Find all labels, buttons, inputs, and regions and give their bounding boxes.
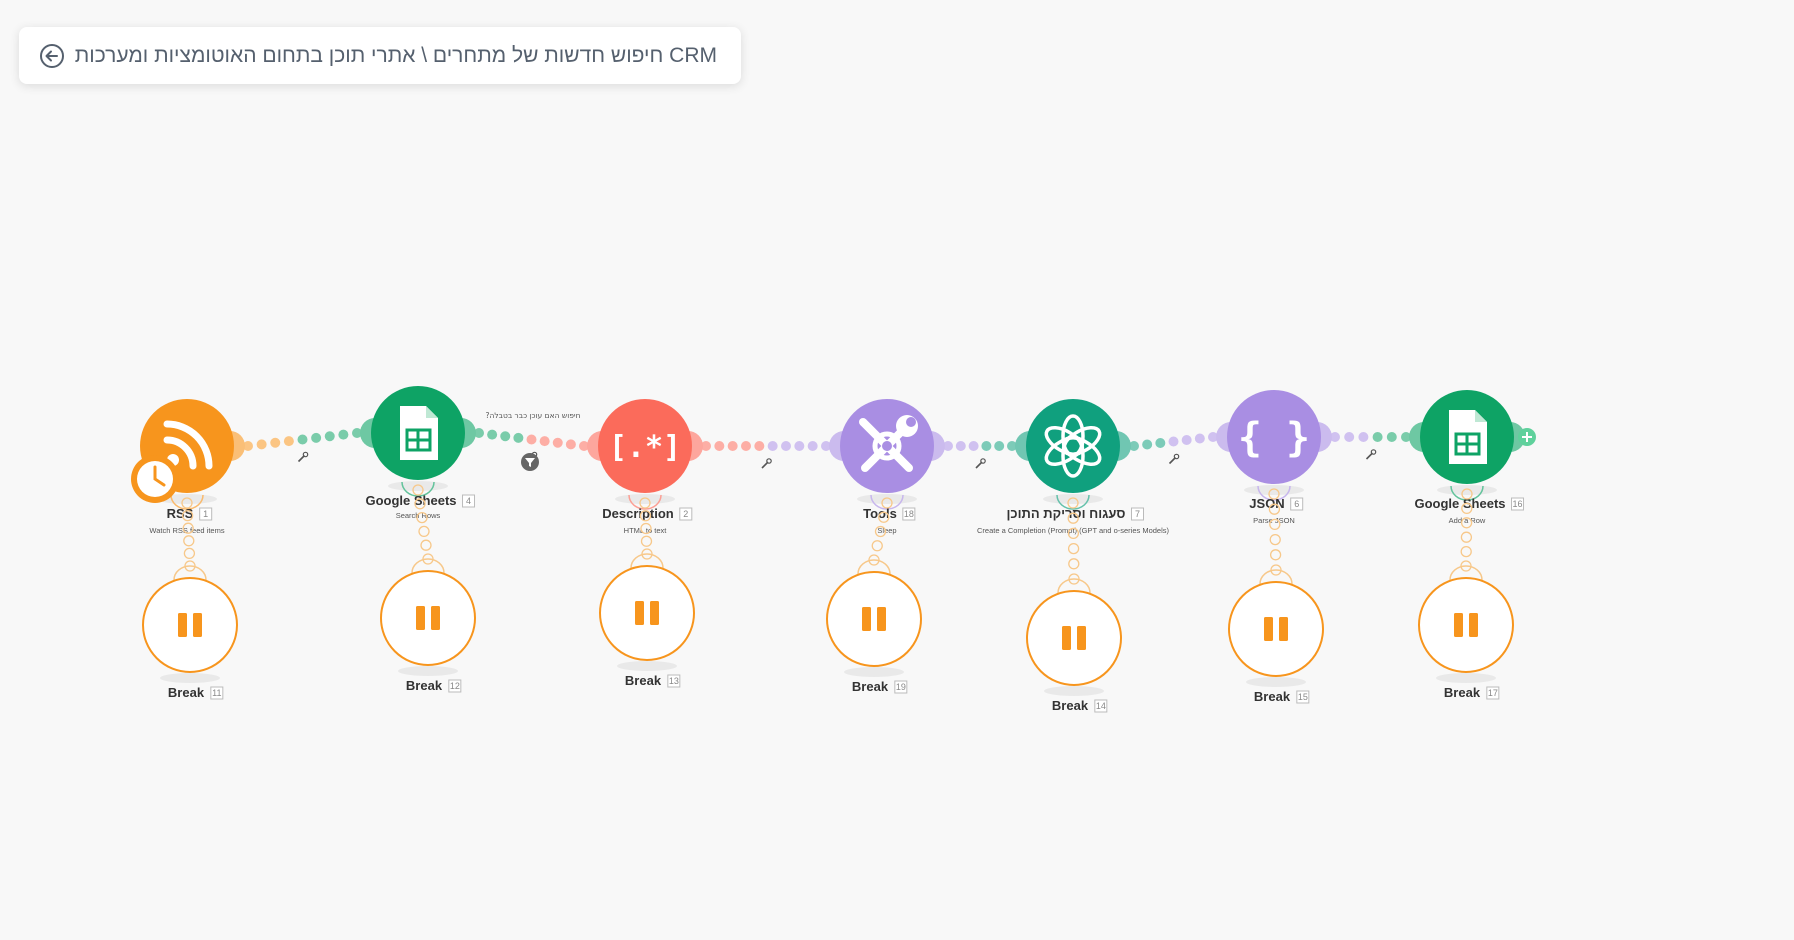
module-label: Google Sheets xyxy=(1414,496,1505,511)
route-2[interactable] xyxy=(474,428,589,463)
module-id: 7 xyxy=(1135,509,1140,519)
json-icon: { } xyxy=(1238,415,1310,461)
module-label: Google Sheets xyxy=(365,493,456,508)
break-label: Break xyxy=(1444,685,1481,700)
svg-text:{ }: { } xyxy=(1238,415,1310,461)
break-label: Break xyxy=(852,679,889,694)
break-label: Break xyxy=(1052,698,1089,713)
module-label: JSON xyxy=(1249,496,1284,511)
filter-label: ?חיפוש האם עוכן כבר בטבלה xyxy=(485,411,580,420)
break-15[interactable]: Break 15 xyxy=(1228,488,1324,704)
module-subtitle: Parse JSON xyxy=(1253,516,1295,525)
add-module-button[interactable] xyxy=(1518,428,1536,446)
pause-icon xyxy=(1454,613,1478,637)
module-id: 16 xyxy=(1513,499,1523,509)
break-12[interactable]: Break 12 xyxy=(380,484,476,693)
route-4[interactable] xyxy=(943,441,1017,469)
module-label: RSS xyxy=(167,506,194,521)
break-14[interactable]: Break 14 xyxy=(1026,497,1122,713)
break-label: Break xyxy=(1254,689,1291,704)
break-11[interactable]: Break 11 xyxy=(142,497,238,700)
route-settings-icon[interactable] xyxy=(975,458,986,469)
pause-icon xyxy=(1062,626,1086,650)
google-sheets-icon xyxy=(400,406,438,460)
module-id: 2 xyxy=(683,509,688,519)
route-3[interactable] xyxy=(701,441,831,469)
module-id: 4 xyxy=(466,496,471,506)
pause-icon xyxy=(1264,617,1288,641)
pause-icon xyxy=(862,607,886,631)
break-19[interactable]: Break 19 xyxy=(826,497,922,694)
break-id: 11 xyxy=(212,688,221,698)
break-label: Break xyxy=(406,678,443,693)
filter[interactable]: ?חיפוש האם עוכן כבר בטבלה xyxy=(485,411,581,471)
regex-icon: [.*] xyxy=(609,430,681,465)
module-subtitle: Watch RSS feed items xyxy=(149,526,224,535)
route-1[interactable] xyxy=(243,428,362,463)
route-settings-icon[interactable] xyxy=(761,458,772,469)
arrow-left-circle-icon xyxy=(40,43,64,68)
break-label: Break xyxy=(168,685,205,700)
route-settings-icon[interactable] xyxy=(297,451,309,463)
module-id: 18 xyxy=(904,509,914,519)
route-settings-icon[interactable] xyxy=(1168,453,1180,465)
back-button[interactable] xyxy=(37,41,67,71)
break-id: 12 xyxy=(450,681,460,691)
svg-text:[.*]: [.*] xyxy=(609,430,681,465)
connections: ?חיפוש האם עוכן כבר בטבלה xyxy=(243,411,1411,471)
tools-icon xyxy=(859,415,918,472)
break-17[interactable]: Break 17 xyxy=(1418,488,1514,700)
break-label: Break xyxy=(625,673,662,688)
break-id: 14 xyxy=(1096,701,1106,711)
module-subtitle: Create a Completion (Prompt) (GPT and o-… xyxy=(977,526,1170,535)
module-id: 1 xyxy=(203,509,208,519)
scenario-title-card: CRM חיפוש חדשות של מתחרים \ אתרי תוכן בת… xyxy=(19,27,741,84)
google-sheets-icon xyxy=(1449,410,1487,464)
route-settings-icon[interactable] xyxy=(1365,449,1377,460)
pause-icon xyxy=(635,601,659,625)
openai-icon xyxy=(1044,414,1102,478)
rss-icon xyxy=(163,420,213,470)
module-subtitle: Add a Row xyxy=(1449,516,1486,525)
break-id: 15 xyxy=(1298,692,1308,702)
module-label: סעגוח וסריקת התוכן xyxy=(1007,506,1126,521)
route-6[interactable] xyxy=(1330,432,1411,460)
break-13[interactable]: Break 13 xyxy=(599,497,695,688)
scenario-title: CRM חיפוש חדשות של מתחרים \ אתרי תוכן בת… xyxy=(74,43,717,67)
route-5[interactable] xyxy=(1129,432,1218,465)
schedule-clock-icon[interactable] xyxy=(131,455,179,503)
module-id: 6 xyxy=(1294,499,1299,509)
pause-icon xyxy=(416,606,440,630)
break-id: 19 xyxy=(896,682,906,692)
module-label: Description xyxy=(602,506,674,521)
break-id: 13 xyxy=(669,676,679,686)
module-subtitle: Sleep xyxy=(877,526,896,535)
break-id: 17 xyxy=(1488,688,1498,698)
pause-icon xyxy=(178,613,202,637)
module-subtitle: HTML to text xyxy=(624,526,668,535)
